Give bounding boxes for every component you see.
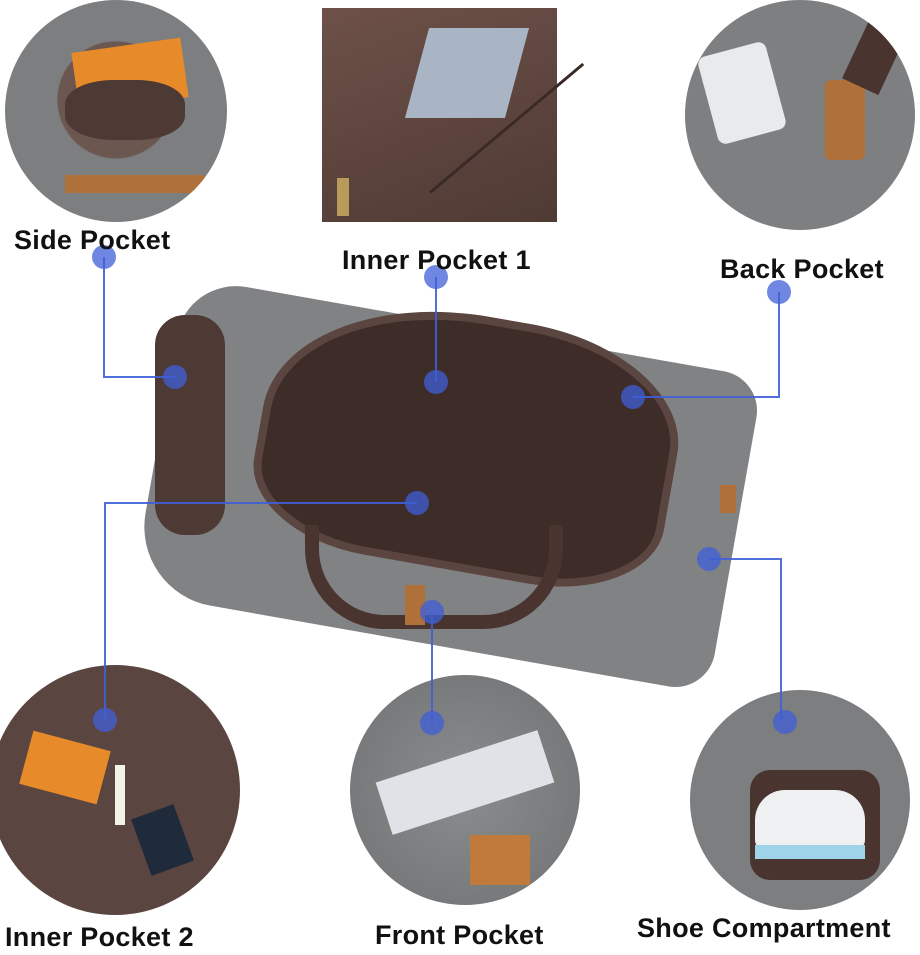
back-pocket-dot bbox=[621, 385, 645, 409]
shoe-compartment-label: Shoe Compartment bbox=[637, 913, 891, 943]
front-pocket-dot bbox=[420, 600, 444, 624]
shoe-compartment-callout-line bbox=[709, 558, 782, 721]
side-pocket-photo bbox=[5, 0, 227, 222]
inner-pocket-2-photo bbox=[0, 665, 240, 915]
front-pocket-photo bbox=[350, 675, 580, 905]
side-pocket-dot bbox=[163, 365, 187, 389]
inner-pocket-2-dot bbox=[405, 491, 429, 515]
inner-pocket-1-dot bbox=[424, 265, 448, 289]
inner-pocket-2-label: Inner Pocket 2 bbox=[5, 922, 194, 952]
inner-pocket-1-photo bbox=[322, 8, 585, 222]
back-pocket-photo bbox=[685, 0, 915, 230]
inner-pocket-1-label: Inner Pocket 1 bbox=[342, 245, 531, 275]
back-pocket-callout-line bbox=[633, 292, 780, 398]
side-pocket-label: Side Pocket bbox=[14, 225, 171, 255]
front-pocket-label: Front Pocket bbox=[375, 920, 544, 950]
front-pocket-dot bbox=[420, 711, 444, 735]
shoe-compartment-photo bbox=[690, 690, 910, 910]
side-pocket-dot bbox=[92, 245, 116, 269]
inner-pocket-1-dot bbox=[424, 370, 448, 394]
back-pocket-label: Back Pocket bbox=[720, 254, 884, 284]
inner-pocket-2-dot bbox=[93, 708, 117, 732]
back-pocket-dot bbox=[767, 280, 791, 304]
side-pocket-callout-line bbox=[103, 257, 175, 378]
shoe-compartment-dot bbox=[697, 547, 721, 571]
shoe-compartment-dot bbox=[773, 710, 797, 734]
inner-pocket-2-callout-line bbox=[104, 502, 417, 720]
